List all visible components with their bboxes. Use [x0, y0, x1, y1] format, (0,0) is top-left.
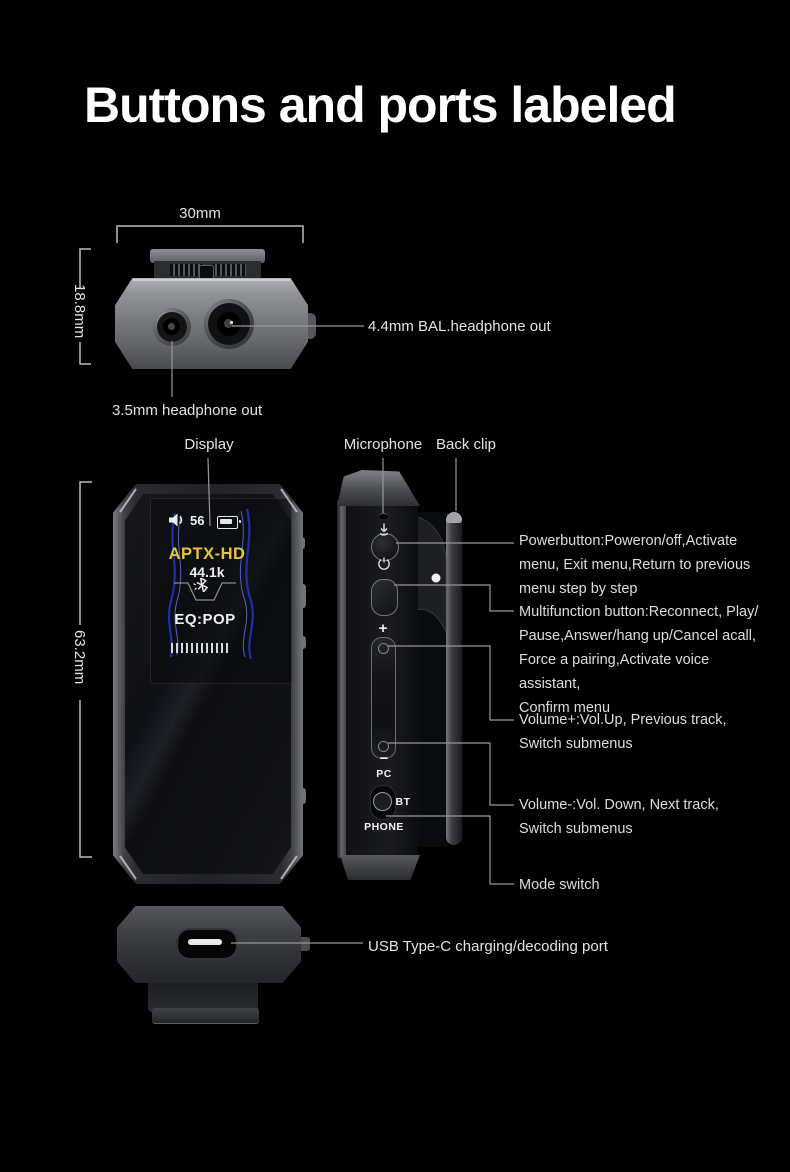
display-label: Display [184, 436, 234, 453]
dim-height-label: 18.8mm [71, 284, 88, 339]
back-clip-tip [446, 512, 462, 523]
power-button [371, 533, 399, 561]
side-view-top-cap [337, 470, 420, 506]
voldown-desc-line2: Switch submenus [519, 821, 633, 837]
mode-switch-description: Mode switch [519, 873, 769, 897]
mode-pc-label: PC [376, 768, 392, 780]
speaker-icon [169, 513, 183, 527]
power-desc-line2: menu, Exit menu,Return to previous [519, 557, 751, 573]
battery-nub [238, 519, 241, 523]
side-view-edge [337, 500, 348, 858]
volume-plus-symbol: + [378, 620, 388, 637]
bottom-view-side-nub [301, 937, 310, 951]
power-desc-line3: menu step by step [519, 581, 638, 597]
volume-bar-meter [171, 643, 230, 653]
volume-down-description: Volume-:Vol. Down, Next track, Switch su… [519, 793, 769, 841]
back-clip-label: Back clip [435, 436, 497, 453]
screen-volume-value: 56 [190, 513, 205, 528]
bottom-clip-lip [152, 1008, 259, 1023]
battery-icon [217, 516, 241, 529]
volup-desc-line2: Switch submenus [519, 736, 633, 752]
jack-44mm-label: 4.4mm BAL.headphone out [368, 318, 551, 335]
bluetooth-icon [174, 577, 236, 601]
multi-desc-line2: Pause,Answer/hang up/Cancel acall, [519, 628, 756, 644]
page-title: Buttons and ports labeled [84, 77, 677, 133]
volume-up-description: Volume+:Vol.Up, Previous track, Switch s… [519, 708, 769, 756]
volup-desc-line1: Volume+:Vol.Up, Previous track, [519, 712, 727, 728]
mode-desc-line1: Mode switch [519, 877, 600, 893]
rocker-dot-top [378, 643, 389, 654]
power-desc-line1: Powerbutton:Poweron/off,Activate [519, 533, 738, 549]
screen-eq-mode: EQ:POP [174, 611, 236, 628]
microphone-label: Microphone [343, 436, 423, 453]
voldown-desc-line1: Volume-:Vol. Down, Next track, [519, 797, 719, 813]
usb-port-label: USB Type-C charging/decoding port [368, 938, 608, 955]
dim-width-label: 30mm [179, 205, 221, 222]
bottom-clip-extension [148, 980, 258, 1012]
jack-44mm-highlight [230, 321, 233, 324]
power-icon [378, 557, 390, 570]
connector-teeth-left [170, 264, 204, 276]
multifunction-button-description: Multifunction button:Reconnect, Play/ Pa… [519, 600, 769, 720]
dim-body-height-label: 63.2mm [71, 630, 88, 685]
screen-wave-decoration [167, 508, 254, 660]
battery-fill [219, 518, 232, 524]
clip-pivot-dot [431, 573, 441, 583]
microphone-icon [379, 523, 389, 536]
multifunction-button [371, 579, 398, 616]
mode-phone-label: PHONE [364, 821, 404, 833]
connector-teeth-right [212, 264, 246, 276]
jack-44mm-pin [224, 319, 233, 328]
screen-codec: APTX-HD [168, 545, 246, 563]
power-button-description: Powerbutton:Poweron/off,Activate menu, E… [519, 529, 769, 601]
side-view-bottom-cap [340, 855, 420, 880]
volume-minus-symbol: − [379, 750, 389, 767]
top-view-edge-highlight [133, 279, 290, 281]
multi-desc-line1: Multifunction button:Reconnect, Play/ [519, 604, 759, 620]
screen-sample-rate: 44.1k [189, 564, 225, 580]
usb-c-tongue [188, 939, 222, 945]
microphone-hole [379, 514, 388, 519]
multi-desc-line4: Confirm menu [519, 700, 611, 716]
mode-bt-label: BT [395, 796, 411, 808]
jack-35mm-label: 3.5mm headphone out [112, 402, 263, 419]
mode-switch-knob [373, 792, 392, 811]
jack-35mm-pin [168, 323, 175, 330]
top-view-clip-bar [150, 249, 265, 263]
multi-desc-line3: Force a pairing,Activate voice assistant… [519, 652, 710, 692]
